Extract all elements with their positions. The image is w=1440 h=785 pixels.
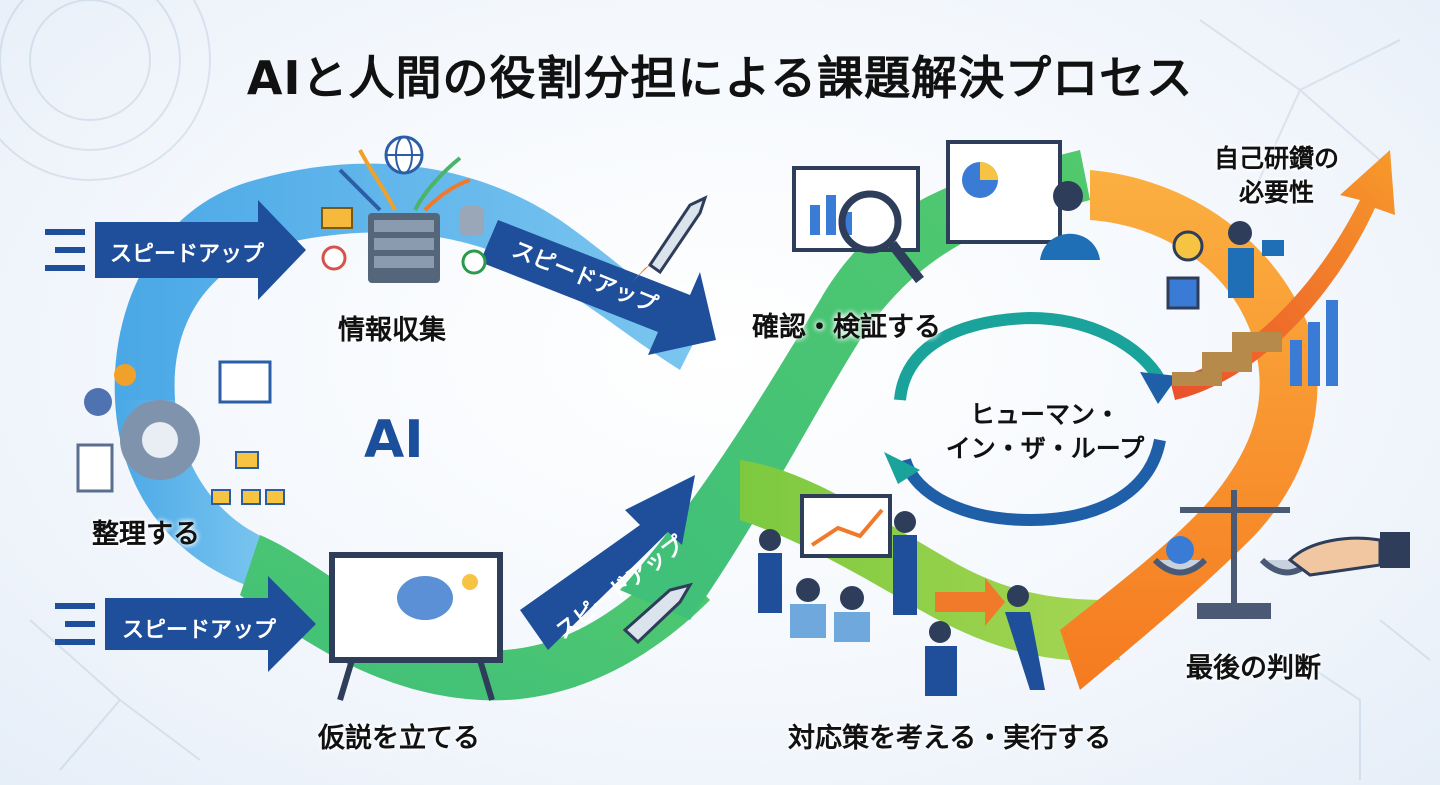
document-icon: [76, 443, 114, 493]
green-band-cross: [620, 150, 1090, 620]
speedup-label-bottom-left: スピードアップ: [122, 618, 277, 643]
dashboard-screen-icon: [946, 140, 1062, 244]
loop-arrow-bottom: [899, 438, 1166, 527]
lightbulb-icon-2: [1172, 230, 1204, 262]
dollar-icon: [321, 245, 347, 271]
magnifier-icon: [838, 190, 924, 284]
rocket-icon-bottom: [606, 582, 694, 650]
speedup-arrow-diagonal-bottom: [520, 475, 695, 650]
report-screen-icon: [792, 166, 920, 252]
running-person-icon: [1005, 585, 1045, 690]
book-icon: [1166, 276, 1200, 310]
climbing-person-icon: [1228, 221, 1284, 298]
team-people-icon: [758, 511, 917, 642]
hand-icon: [1287, 532, 1410, 577]
page-title: AIと人間の役割分担による課題解決プロセス: [246, 51, 1194, 105]
ai-center-label: AI: [364, 410, 424, 470]
hitl-line1: ヒューマン・: [969, 400, 1120, 429]
step-self-development-label: 自己研鑽の 必要性: [1214, 142, 1339, 210]
human-in-the-loop-label: ヒューマン・ イン・ザ・ループ: [930, 398, 1160, 466]
orange-band: [1060, 170, 1318, 690]
brain-icon: [397, 576, 453, 620]
step-verify-label: 確認・検証する: [752, 312, 941, 343]
step-organize-label: 整理する: [92, 519, 200, 550]
step-collect-label: 情報収集: [338, 315, 446, 346]
speedup-arrow-diagonal-top: [480, 220, 716, 355]
hitl-line2: イン・ザ・ループ: [945, 434, 1145, 463]
speedup-arrow-bottom-left: [55, 576, 316, 672]
spreadsheet-icon: [218, 360, 272, 404]
pie-chart-icon: [1166, 536, 1194, 564]
whiteboard-icon: [329, 552, 503, 701]
speedup-arrow-top-left: [45, 200, 306, 300]
growth-bars-icon: [1290, 300, 1338, 386]
loop-arrow-top: [894, 311, 1166, 401]
gear-icon: [84, 364, 200, 480]
lightbulb-icon: [462, 574, 478, 590]
forward-arrow-icon: [935, 578, 1005, 626]
worker-person-icon: [925, 621, 957, 696]
globe-icon: [384, 135, 424, 175]
dollar-icon-2: [461, 249, 487, 275]
step-act-label: 対応策を考える・実行する: [788, 723, 1112, 754]
rocket-icon-top: [632, 195, 708, 282]
flowchart-icon: [211, 451, 285, 505]
self-dev-line2: 必要性: [1239, 178, 1315, 207]
server-icon: [368, 213, 440, 283]
database-icon: [460, 206, 484, 236]
step-judge-label: 最後の判断: [1186, 653, 1321, 684]
presentation-board-icon: [800, 494, 892, 558]
stairs-icon: [1172, 332, 1282, 386]
speedup-label-top-left: スピードアップ: [110, 242, 265, 267]
data-flow-arrows-icon: [338, 149, 471, 212]
step-hypothesis-label: 仮説を立てる: [318, 723, 480, 754]
self-dev-line1: 自己研鑽の: [1214, 144, 1340, 173]
analyst-person-icon: [1040, 181, 1100, 260]
mail-icon: [321, 207, 353, 229]
